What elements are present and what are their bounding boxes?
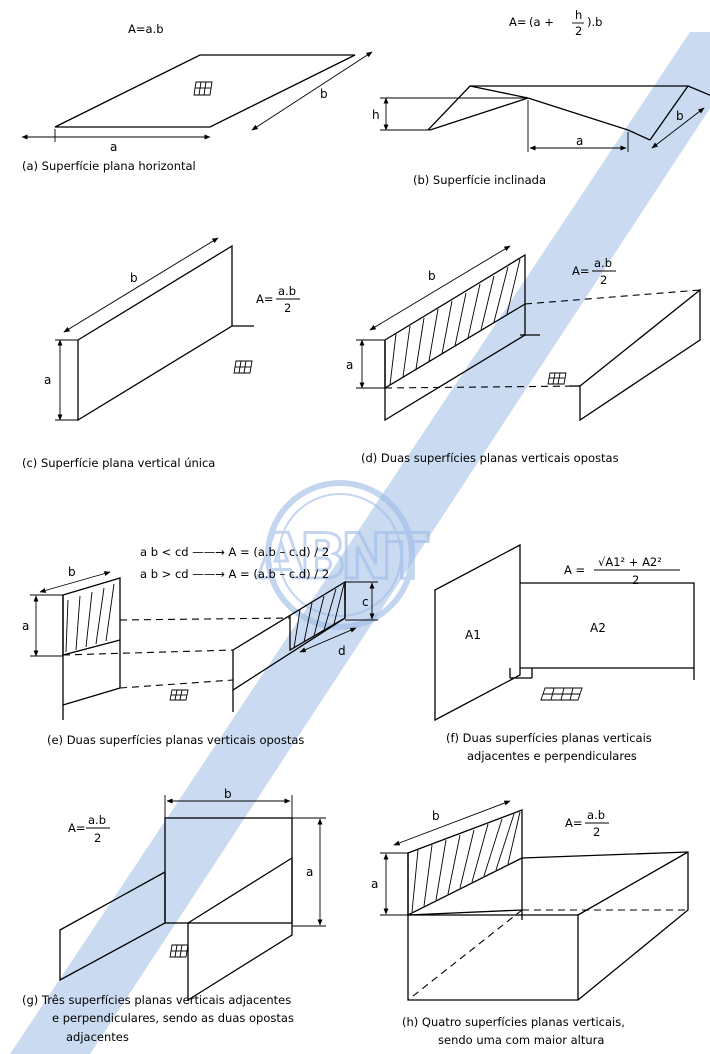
svg-text:2: 2 bbox=[600, 273, 607, 287]
panel-h-hatched-area bbox=[407, 811, 523, 917]
panel-c: a b A= a.b 2 (c) Superfície plana vertic… bbox=[22, 237, 300, 470]
panel-f-label-a2: A2 bbox=[590, 621, 606, 635]
panel-c-dimension-b bbox=[63, 237, 219, 333]
panel-e-label-a: a bbox=[22, 619, 29, 633]
svg-text:A=: A= bbox=[565, 816, 583, 830]
panel-h: A= a.b 2 a b (h) Quatro bbox=[371, 800, 689, 1047]
panel-f-caption-line2: adjacentes e perpendiculares bbox=[467, 749, 637, 763]
svg-text:a.b: a.b bbox=[594, 256, 612, 270]
svg-text:2: 2 bbox=[593, 825, 600, 839]
panel-d-label-a: a bbox=[346, 358, 353, 372]
svg-text:A =: A = bbox=[564, 563, 585, 577]
panel-b-label-b: b bbox=[676, 109, 684, 123]
panel-h-label-b: b bbox=[432, 809, 440, 823]
panel-e-label-d: d bbox=[338, 644, 346, 658]
panel-e: a b < cd ——→ A = (a.b – c.d) / 2 a b > c… bbox=[22, 545, 378, 747]
panel-e-formula-line1: a b < cd ——→ A = (a.b – c.d) / 2 bbox=[140, 545, 329, 559]
panel-c-formula: A= a.b 2 bbox=[256, 284, 300, 315]
svg-text:a.b: a.b bbox=[587, 808, 605, 822]
panel-c-vertical-wall bbox=[77, 244, 254, 422]
panel-a-caption: (a) Superfície plana horizontal bbox=[22, 159, 196, 173]
panel-c-drain-grate bbox=[233, 360, 253, 374]
panel-e-dimension-b bbox=[39, 571, 111, 593]
svg-text:2: 2 bbox=[94, 831, 101, 845]
svg-text:a.b: a.b bbox=[278, 284, 296, 298]
panel-a-formula: A=a.b bbox=[128, 22, 164, 36]
panel-e-label-b: b bbox=[68, 565, 76, 579]
panel-c-caption: (c) Superfície plana vertical única bbox=[22, 456, 215, 470]
panel-c-label-b: b bbox=[130, 271, 138, 285]
panel-c-label-a: a bbox=[44, 373, 51, 387]
panel-h-label-a: a bbox=[371, 877, 378, 891]
panel-b: A= (a + h 2 ).b h a b (b) Superfície inc… bbox=[372, 8, 710, 187]
watermark: ABNT bbox=[10, 32, 710, 1054]
panel-f-label-a1: A1 bbox=[465, 628, 481, 642]
svg-text:(a +: (a + bbox=[529, 15, 554, 29]
svg-text:2: 2 bbox=[284, 301, 291, 315]
panel-a-dimension-b bbox=[251, 51, 373, 131]
panel-h-formula: A= a.b 2 bbox=[565, 808, 609, 839]
panel-a: A=a.b a b (a) Superfície plana horizonta… bbox=[21, 22, 373, 173]
panel-d-dimension-b bbox=[369, 245, 511, 331]
panel-g-caption-line1: (g) Três superfícies planas verticais ad… bbox=[22, 993, 291, 1007]
panel-e-caption: (e) Duas superfícies planas verticais op… bbox=[47, 733, 304, 747]
svg-text:).b: ).b bbox=[587, 15, 602, 29]
panel-a-drain-grate bbox=[193, 81, 213, 96]
panel-h-dimension-b bbox=[393, 800, 511, 846]
panel-d-formula: A= a.b 2 bbox=[572, 256, 616, 287]
panel-f-formula: A = √A1² + A2² 2 bbox=[564, 555, 680, 587]
svg-text:a.b: a.b bbox=[88, 813, 106, 827]
panel-d-caption: (d) Duas superfícies planas verticais op… bbox=[361, 451, 619, 465]
svg-text:A=: A= bbox=[509, 15, 527, 29]
panel-f-wall-a1 bbox=[434, 543, 521, 722]
svg-text:A=: A= bbox=[256, 292, 274, 306]
panel-g-label-b: b bbox=[224, 787, 232, 801]
panel-e-drain-grate bbox=[169, 689, 189, 701]
panel-g-label-a: a bbox=[306, 865, 313, 879]
panel-e-dimension-d bbox=[299, 627, 357, 653]
panel-a-label-a: a bbox=[110, 140, 117, 154]
panel-g-drain-grate bbox=[169, 944, 189, 958]
svg-text:A=: A= bbox=[572, 264, 590, 278]
panel-b-label-h: h bbox=[372, 108, 380, 122]
svg-text:2: 2 bbox=[575, 24, 582, 38]
panel-d-label-b: b bbox=[428, 269, 436, 283]
panel-g-right-wall bbox=[187, 856, 293, 1002]
panel-f-wall-a2 bbox=[509, 582, 695, 680]
panel-d-drain-grate bbox=[547, 372, 567, 385]
svg-text:h: h bbox=[575, 8, 582, 22]
panel-g: A= a.b 2 b a (g) Três superfícies planas… bbox=[22, 787, 326, 1044]
panel-d: a b A= a.b 2 (d) Duas superfícies planas… bbox=[346, 245, 701, 465]
svg-text:2: 2 bbox=[632, 573, 639, 587]
panel-f-caption-line1: (f) Duas superfícies planas verticais bbox=[446, 731, 652, 745]
svg-text:A=: A= bbox=[68, 821, 86, 835]
panel-b-dimension-b bbox=[651, 107, 705, 149]
panel-f: A = √A1² + A2² 2 A1 A2 (f) Duas superfíc… bbox=[434, 543, 695, 763]
panel-e-formula-line2: a b > cd ——→ A = (a.b – c.d) / 2 bbox=[140, 567, 329, 581]
panel-b-label-a: a bbox=[576, 134, 583, 148]
panel-e-label-c: c bbox=[362, 595, 369, 609]
panel-e-left-hatched-area bbox=[62, 583, 121, 656]
panel-h-caption-line2: sendo uma com maior altura bbox=[438, 1033, 604, 1047]
panel-d-right-wall bbox=[520, 288, 701, 422]
panel-g-caption-line3: adjacentes bbox=[66, 1030, 129, 1044]
panel-b-formula: A= (a + h 2 ).b bbox=[509, 8, 602, 38]
panel-a-label-b: b bbox=[320, 87, 328, 101]
panel-g-caption-line2: e perpendiculares, sendo as duas opostas bbox=[52, 1011, 294, 1025]
panel-h-caption-line1: (h) Quatro superfícies planas verticais, bbox=[402, 1015, 625, 1029]
panel-h-box-walls bbox=[407, 851, 689, 1001]
panel-b-caption: (b) Superfície inclinada bbox=[413, 173, 546, 187]
svg-text:√A1² + A2²: √A1² + A2² bbox=[598, 555, 662, 569]
panel-g-formula: A= a.b 2 bbox=[68, 813, 110, 845]
panel-f-drain-grate bbox=[540, 687, 583, 701]
